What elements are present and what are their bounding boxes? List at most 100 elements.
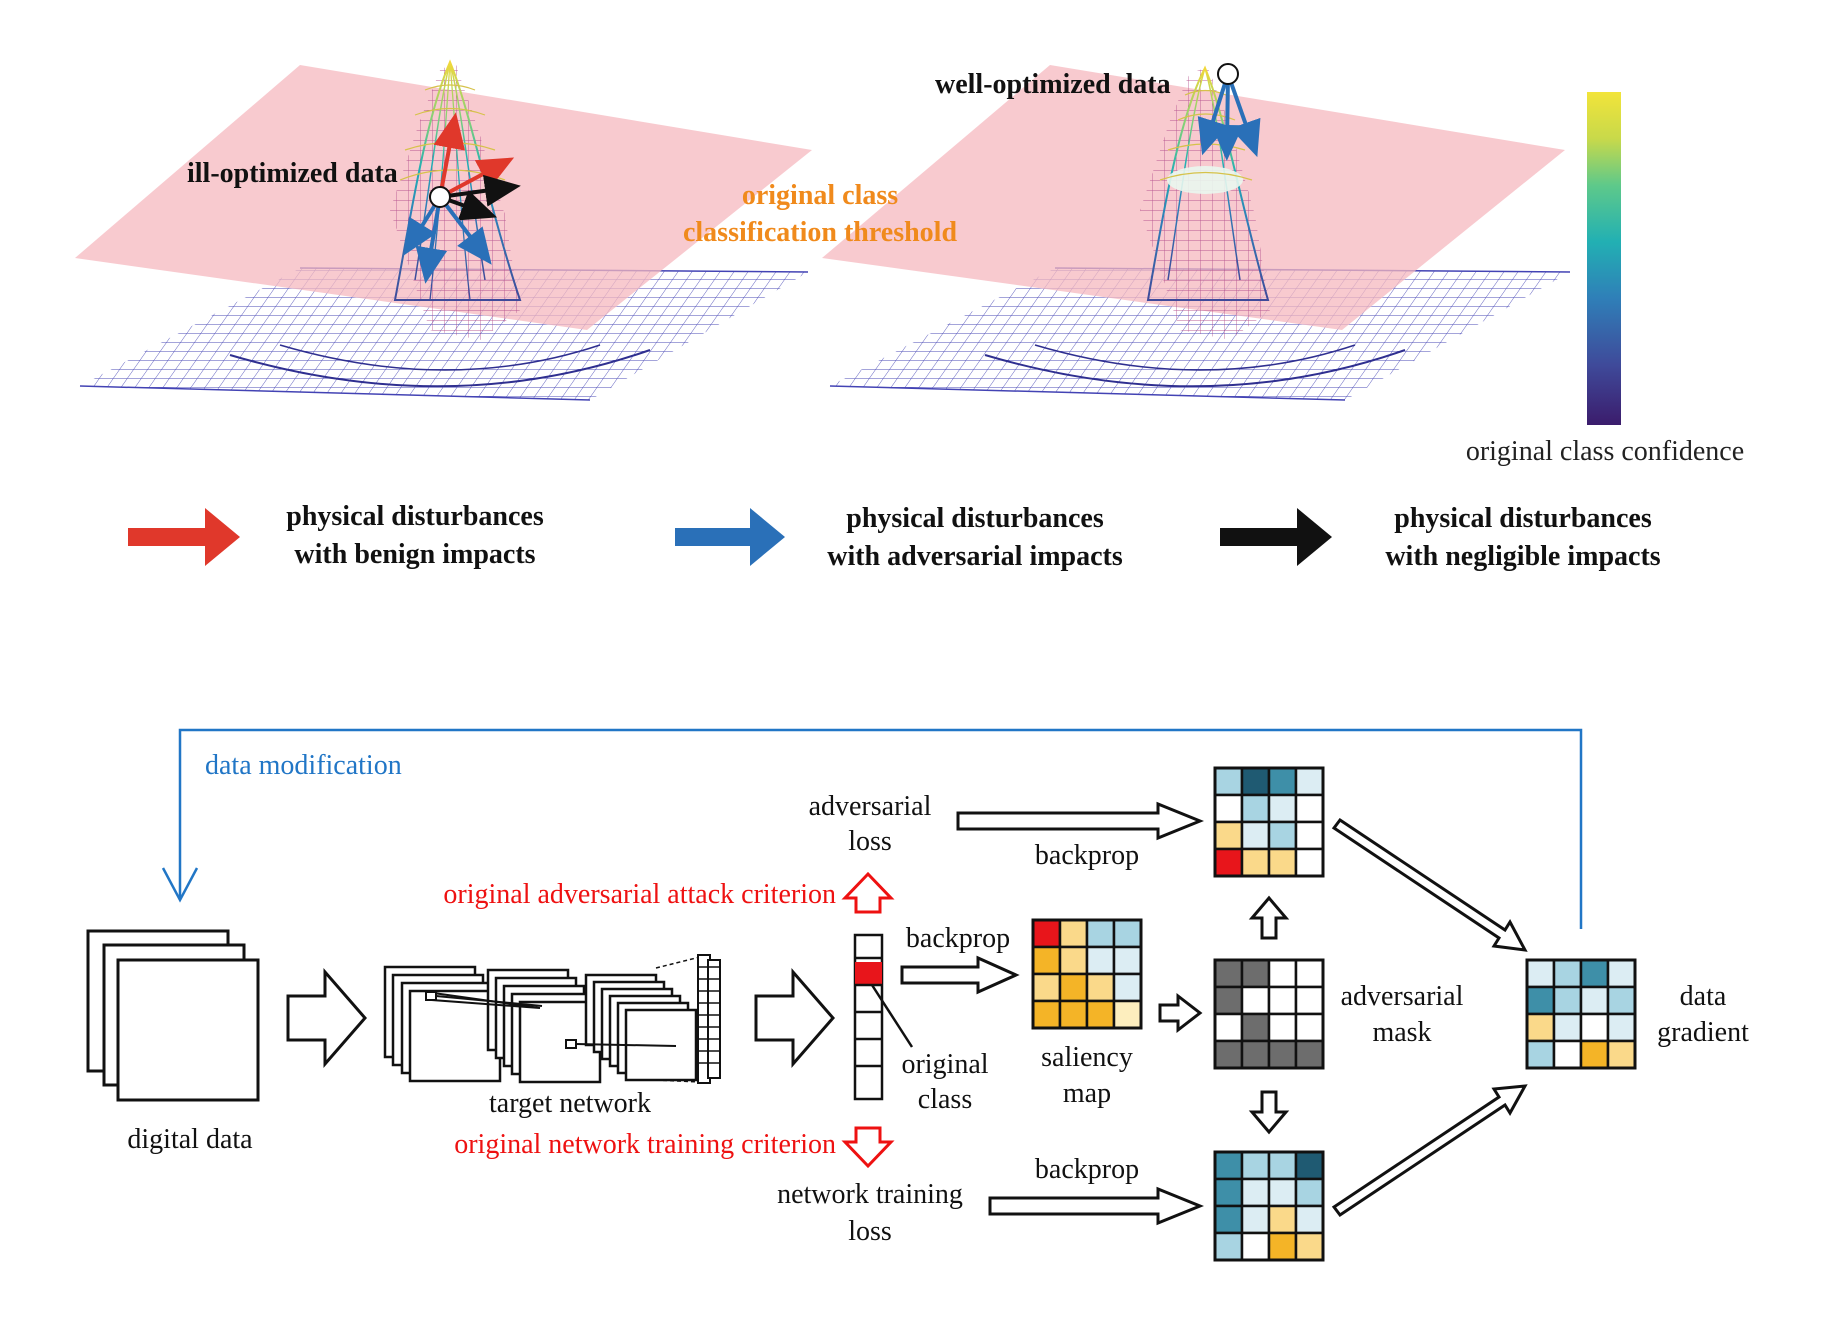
grid-cell [1294,1204,1325,1235]
grid-cell [1213,985,1244,1016]
grid-cell [1267,1231,1298,1262]
grid-cell [1058,972,1089,1003]
grid-cell [1294,958,1325,989]
target-network-label: target network [489,1088,651,1119]
target-network [383,954,721,1084]
grid-cell [1552,985,1583,1016]
backprop-mid-label: backprop [906,923,1010,954]
loop-arrowhead [161,867,199,903]
grid-cell [1267,1177,1298,1208]
threshold-label-line2: classification threshold [683,217,957,248]
grid-cell [1267,766,1298,797]
left-disturbance-arrows [403,112,521,284]
grid-cell [1031,999,1062,1030]
colorbar-label: original class confidence [1466,436,1744,467]
blue-arrow-icon [675,508,785,566]
grid-cell [1031,945,1062,976]
grid-cell [1267,958,1298,989]
grid-border [1213,958,1325,1070]
grid-cell [1213,1012,1244,1043]
grid-cell [1240,820,1271,851]
grid-cell [1525,985,1556,1016]
adv-grad-to-data-gradient-arrow [1331,817,1528,952]
grid-cell [1240,1039,1271,1070]
grid-cell [1240,766,1271,797]
ill-optimized-label: ill-optimized data [187,158,398,189]
saliency-line2: map [1063,1078,1111,1109]
well-optimized-label: well-optimized data [935,69,1171,100]
legend-benign-line2: with benign impacts [294,539,535,570]
hollow-arrow-1 [286,967,367,1069]
digital-data-label: digital data [127,1124,253,1155]
grid-cell [1085,918,1116,949]
grid-cell [1267,1012,1298,1043]
legend: physical disturbances with benign impact… [128,501,1661,572]
grid-cell [1579,1012,1610,1043]
saliency-to-mask-arrow [1158,992,1203,1034]
data-gradient-grid [1525,958,1637,1070]
grid-cell [1058,918,1089,949]
saliency-map-grid [1031,918,1143,1030]
grid-cell [1267,1150,1298,1181]
legend-benign: physical disturbances with benign impact… [128,501,544,570]
grid-cell [1240,1204,1271,1235]
well-optimized-point [1217,63,1239,85]
grid-cell [1213,820,1244,851]
right-confidence-surface [822,65,1571,401]
grid-cell [1552,1039,1583,1070]
backprop-bottom-label: backprop [1035,1154,1139,1185]
grid-cell [1085,999,1116,1030]
data-gradient-line2: gradient [1657,1017,1749,1048]
original-class-line2: class [918,1084,972,1115]
original-class-line1: original [901,1049,988,1080]
legend-benign-line1: physical disturbances [286,501,544,532]
colorbar [1587,92,1621,425]
grid-cell [1606,985,1637,1016]
grid-cell [1240,958,1271,989]
grid-cell [1294,793,1325,824]
training-criterion-arrow [841,1126,895,1169]
backprop-arrow-mid [900,955,1020,995]
grid-cell [1267,847,1298,878]
attack-criterion-label: original adversarial attack criterion [443,879,836,910]
grid-cell [1294,820,1325,851]
grid-cell [1240,1231,1271,1262]
grid-cell [1213,958,1244,989]
grid-cell [1085,945,1116,976]
grid-cell [1552,1012,1583,1043]
training-loss-line2: loss [848,1216,892,1247]
right-disturbance-arrows [1197,63,1261,161]
mask-down-arrow [1248,1090,1290,1135]
grid-cell [1031,972,1062,1003]
grid-cell [1213,1177,1244,1208]
legend-negligible-line2: with negligible impacts [1385,541,1660,572]
ill-optimized-point [429,186,451,208]
hollow-arrow-2 [754,967,835,1069]
grid-cell [1267,1039,1298,1070]
backprop-arrow-bottom [988,1186,1204,1226]
grid-cell [1579,985,1610,1016]
grid-cell [1112,945,1143,976]
grid-border [1525,958,1637,1070]
grid-cell [1213,766,1244,797]
grid-cell [1112,972,1143,1003]
saliency-line1: saliency [1041,1042,1133,1073]
grid-cell [1267,1204,1298,1235]
training-loss-line1: network training [777,1179,963,1210]
grid-cell [1240,1177,1271,1208]
grid-cell [1606,1012,1637,1043]
grid-border [1213,766,1325,878]
grid-cell [1606,958,1637,989]
black-arrow-icon [1220,508,1332,566]
grid-cell [1525,1039,1556,1070]
backprop-arrow-top [956,801,1204,841]
grid-border [1031,918,1143,1030]
attack-criterion-arrow [841,871,895,914]
grid-cell [1085,972,1116,1003]
digital-data-stack [86,929,260,1102]
grid-cell [1058,945,1089,976]
grid-cell [1294,1177,1325,1208]
grid-cell [1213,1039,1244,1070]
grid-cell [1058,999,1089,1030]
grid-cell [1112,918,1143,949]
